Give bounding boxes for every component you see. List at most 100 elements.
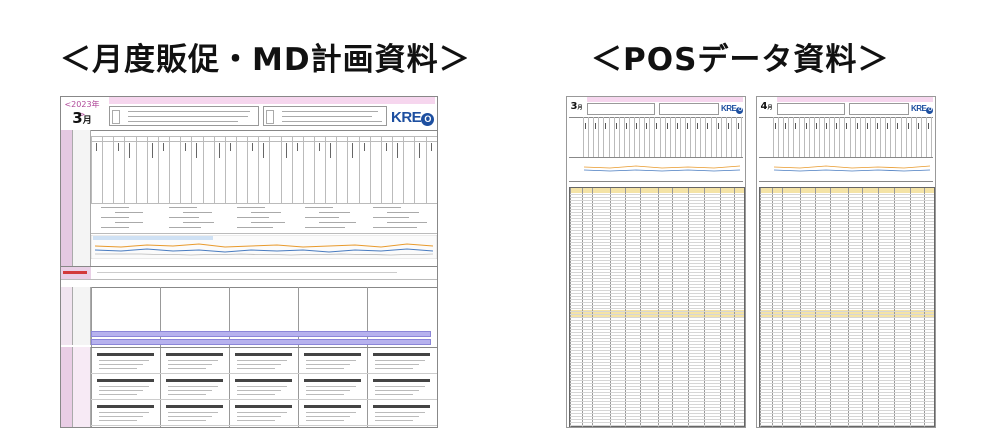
theme-sub-stub: [306, 416, 350, 417]
table-col-divider: [760, 188, 761, 427]
theme-title-stub: [97, 405, 154, 408]
doc-header-note-left: [109, 106, 259, 126]
campaign-bar: [91, 331, 431, 337]
day-divider: [347, 136, 349, 203]
day-divider: [146, 136, 148, 203]
day-divider: [613, 117, 615, 157]
day-divider: [674, 117, 676, 157]
day-divider: [685, 117, 686, 157]
theme-sub-stub: [237, 412, 287, 413]
table-col-divider: [878, 188, 879, 427]
day-divider: [608, 117, 610, 157]
table-row-line: [570, 317, 744, 318]
table-row-line: [570, 350, 744, 351]
pos-month-number: 3: [570, 101, 578, 112]
week-divider: [229, 287, 230, 427]
grid-line: [569, 181, 743, 182]
pos-note-right: [659, 103, 719, 115]
event-text-stub: [846, 123, 848, 129]
day-divider: [880, 117, 882, 157]
table-row-line: [570, 332, 744, 333]
grid-line: [759, 181, 933, 182]
event-note-stub: [305, 217, 339, 218]
table-col-divider: [734, 188, 735, 427]
event-note-stub: [101, 207, 129, 208]
table-row-line: [570, 338, 744, 339]
table-row-line: [570, 239, 744, 240]
day-divider: [695, 117, 697, 157]
day-divider: [623, 117, 625, 157]
theme-title-stub: [304, 353, 361, 356]
table-row-line: [760, 356, 934, 357]
day-divider: [818, 117, 820, 157]
day-divider: [730, 117, 732, 157]
day-divider: [793, 117, 795, 157]
table-row-line: [570, 248, 744, 249]
table-col-divider: [924, 188, 925, 427]
theme-title-stub: [166, 353, 223, 356]
table-row-line: [760, 203, 934, 204]
table-row-line: [570, 227, 744, 228]
day-divider: [875, 117, 876, 157]
event-note-stub: [237, 227, 273, 228]
theme-title-stub: [235, 353, 292, 356]
note-line: [128, 121, 238, 122]
event-text-stub: [815, 123, 817, 129]
table-row-line: [760, 194, 934, 195]
table-row-line: [570, 395, 744, 396]
event-text-stub: [887, 123, 889, 129]
table-row-line: [760, 305, 934, 306]
day-divider: [890, 117, 892, 157]
day-divider: [302, 136, 304, 203]
logo-circle: O: [421, 113, 435, 126]
doc-month: 3月: [63, 109, 101, 127]
event-text-stub: [687, 123, 688, 129]
table-row-line: [570, 407, 744, 408]
day-divider: [380, 136, 382, 203]
event-note-stub: [237, 217, 269, 218]
table-row-line: [570, 329, 744, 330]
red-marker: [63, 271, 87, 274]
day-divider: [725, 117, 727, 157]
logo-text: KRE: [911, 104, 927, 113]
day-divider: [628, 117, 630, 157]
table-row-line: [570, 293, 744, 294]
event-text-stub: [805, 123, 807, 129]
theme-sub-stub: [99, 390, 143, 391]
day-divider: [124, 136, 126, 203]
table-row-line: [760, 272, 934, 273]
table-row-line: [570, 263, 744, 264]
pos-header-bar: [777, 97, 933, 102]
grid-line: [91, 203, 437, 204]
table-row-line: [760, 392, 934, 393]
table-row-line: [760, 344, 934, 345]
theme-sub-stub: [375, 360, 425, 361]
grid-line: [91, 141, 437, 142]
event-note-stub: [373, 217, 409, 218]
table-row-line: [570, 218, 744, 219]
event-text-stub: [646, 123, 648, 129]
event-text-stub: [229, 143, 231, 151]
event-row-label: [61, 267, 91, 279]
day-divider: [839, 117, 841, 157]
pos-header-bar: [587, 97, 743, 102]
event-text-stub: [856, 123, 858, 129]
theme-sub-stub: [99, 360, 149, 361]
day-divider: [824, 117, 825, 157]
day-divider: [778, 117, 780, 157]
table-col-divider: [704, 188, 705, 427]
grid-line: [759, 157, 933, 158]
doc-year: <2023年>: [64, 100, 100, 119]
event-text-stub: [785, 123, 787, 129]
week-divider: [160, 287, 161, 427]
pos-note-right: [849, 103, 909, 115]
theme-sub-stub: [237, 390, 281, 391]
table-row-line: [760, 266, 934, 267]
table-row-line: [760, 230, 934, 231]
day-divider: [157, 136, 159, 203]
table-row-line: [570, 290, 744, 291]
event-text-stub: [185, 143, 187, 151]
day-divider: [910, 117, 912, 157]
table-row-line: [570, 299, 744, 300]
